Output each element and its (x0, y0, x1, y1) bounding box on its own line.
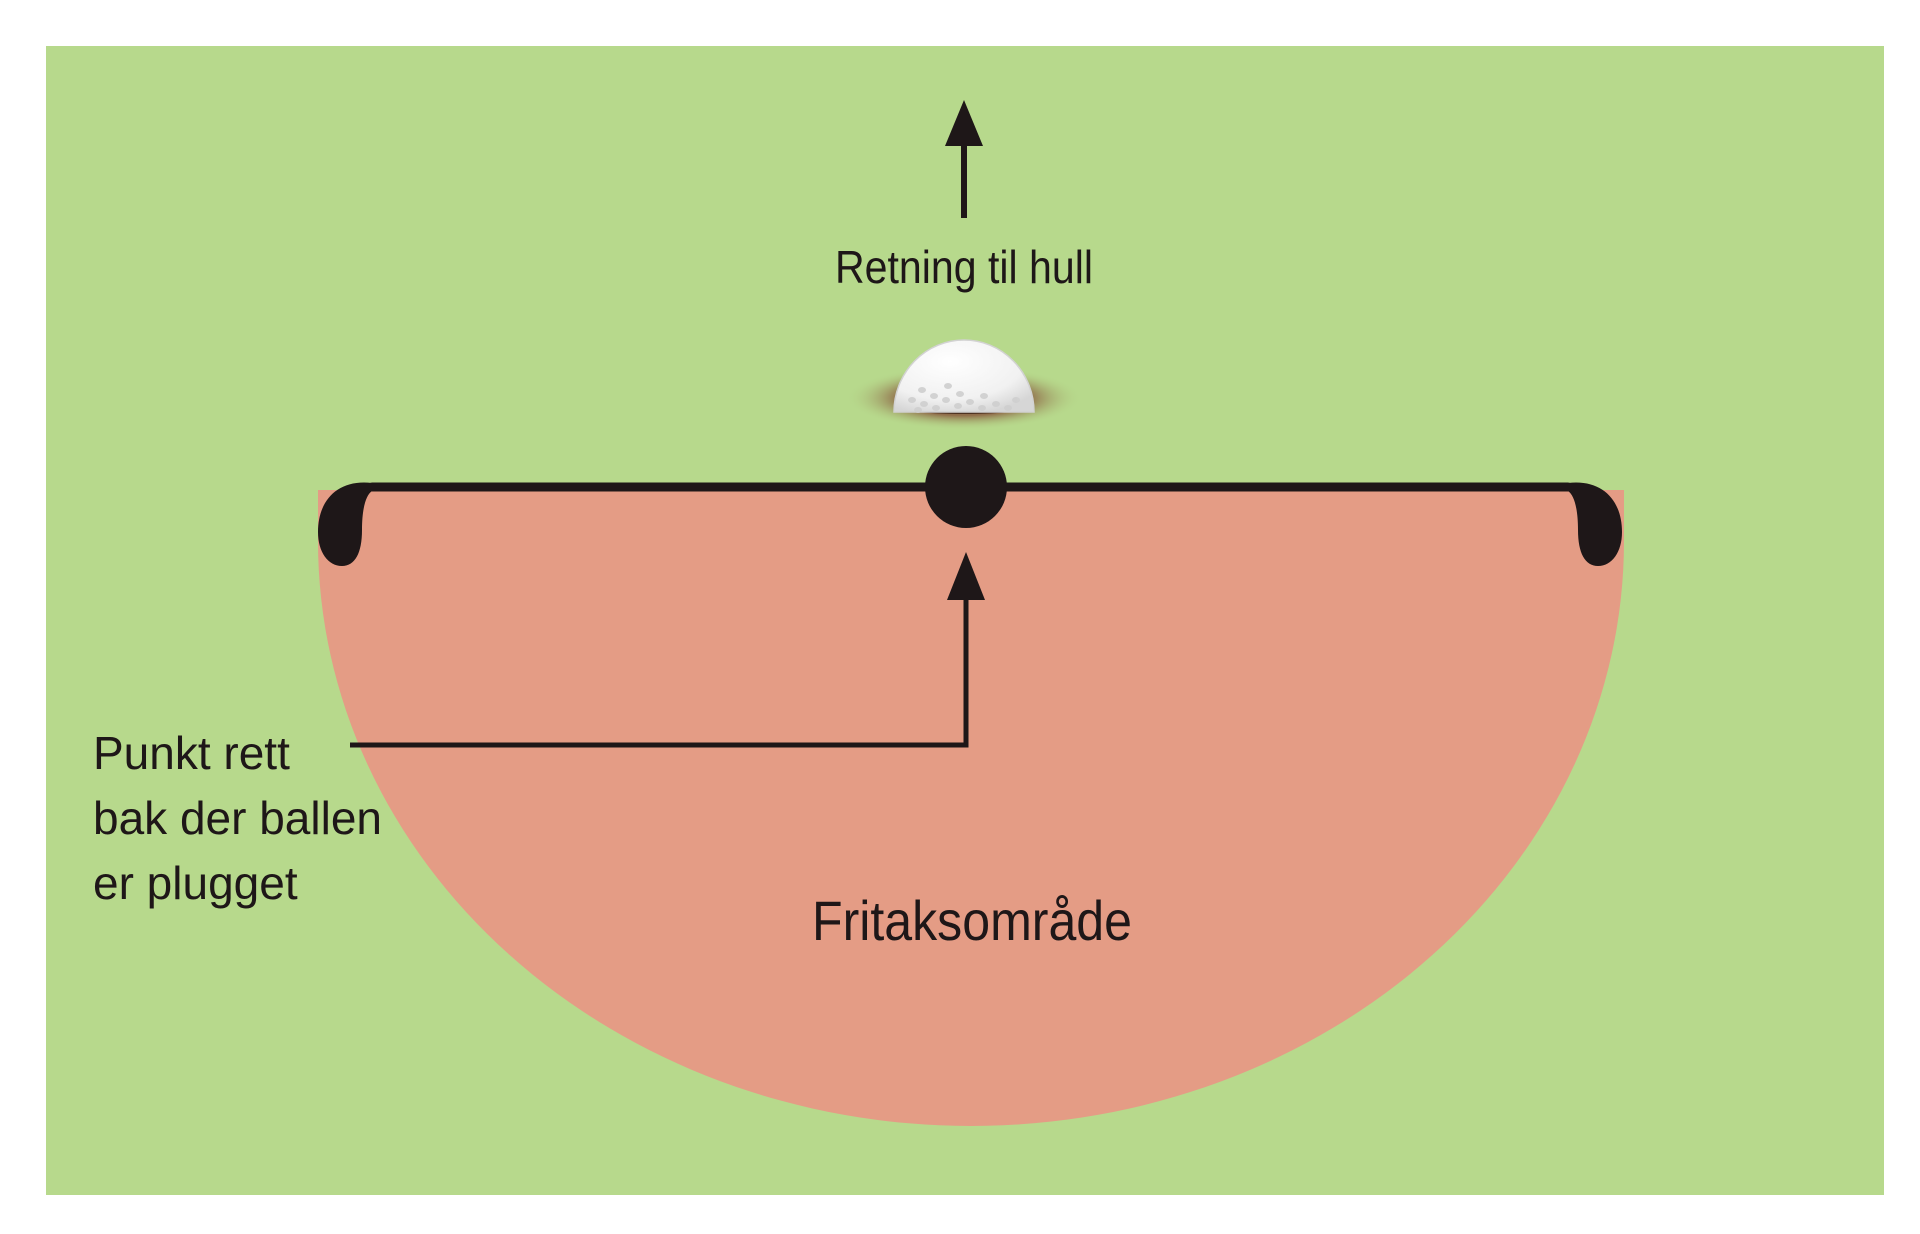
direction-label: Retning til hull (835, 241, 1093, 293)
reference-line-right-end (1568, 482, 1622, 566)
reference-point-dot (925, 446, 1007, 528)
relief-area (318, 490, 1624, 1126)
reference-point-label-line-1: Punkt rett (93, 727, 290, 779)
reference-line-left-end (318, 482, 372, 566)
leader-arrow-head (947, 552, 985, 600)
golf-ball (893, 339, 1035, 413)
reference-point-label-line-3: er plugget (93, 857, 298, 909)
reference-point-label: Punkt rett bak der ballen er plugget (93, 727, 395, 909)
relief-area-label: Fritaksområde (812, 889, 1132, 952)
arrow-up-icon (945, 100, 983, 218)
golf-ball-icon (846, 339, 1082, 430)
leader-line (350, 600, 969, 748)
leader-arrow (350, 552, 985, 748)
golf-ball-dimples (908, 383, 1020, 413)
reference-point-label-line-2: bak der ballen (93, 792, 382, 844)
direction-arrow-head (945, 100, 983, 146)
